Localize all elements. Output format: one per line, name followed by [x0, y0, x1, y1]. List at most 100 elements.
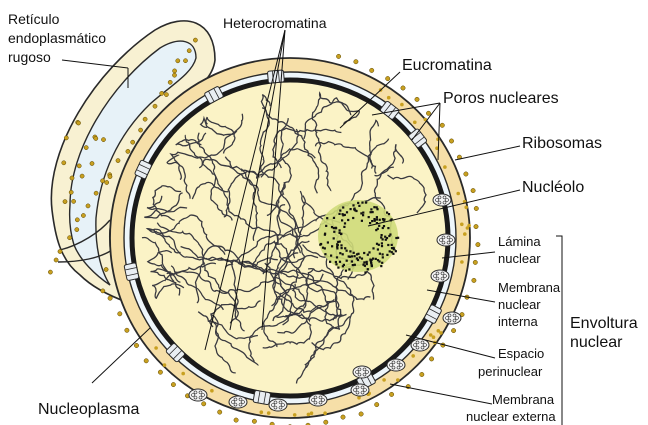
nucleolus-granule: [362, 212, 364, 214]
ribosome: [218, 410, 222, 414]
label-reticulo-3: rugoso: [8, 49, 51, 65]
nucleolus-granule: [354, 255, 356, 257]
nucleolus-granule: [337, 241, 339, 243]
ribosome: [293, 413, 297, 417]
nucleolus-granule: [342, 213, 344, 215]
label-heterocromatina: Heterocromatina: [223, 15, 327, 31]
pore-body: [253, 390, 271, 405]
ribosome: [396, 378, 400, 382]
nucleolus-granule: [324, 234, 326, 236]
nucleolus-granule: [361, 220, 363, 222]
nucleolus-granule: [377, 228, 379, 230]
ribosome: [90, 161, 94, 165]
nucleolus-granule: [330, 255, 332, 257]
nucleolus-granule: [337, 244, 339, 246]
ribosome: [451, 328, 455, 332]
nucleolus-granule: [324, 247, 326, 249]
nucleolus-granule: [350, 208, 352, 210]
nucleolus-granule: [340, 233, 342, 235]
ribosome: [143, 117, 147, 121]
ribosome: [443, 165, 447, 169]
nucleolus-granule: [381, 245, 383, 247]
nucleolus-granule: [371, 259, 373, 261]
nucleolus-granule: [342, 253, 344, 255]
ribosome: [75, 218, 79, 222]
ribosome: [432, 335, 436, 339]
nucleolus-granule: [344, 222, 346, 224]
label-membrana-interna-2: nuclear: [498, 297, 541, 312]
nucleolus-granule: [338, 213, 340, 215]
ribosome: [429, 333, 433, 337]
ribosome: [464, 172, 468, 176]
ribosome: [202, 402, 206, 406]
ribosome: [359, 412, 363, 416]
nucleolus-granule: [354, 264, 356, 266]
nucleolus-granule: [369, 222, 371, 224]
ribosome: [382, 378, 386, 382]
ribosome: [415, 97, 419, 101]
rosette: [351, 384, 369, 396]
nucleolus-granule: [380, 236, 382, 238]
nucleolus-granule: [387, 244, 389, 246]
nucleolus-granule: [378, 260, 380, 262]
nucleolus-granule: [366, 263, 368, 265]
ribosome: [101, 289, 105, 293]
nucleolus-granule: [327, 241, 329, 243]
nucleolus-granule: [349, 250, 351, 252]
nucleolus-granule: [391, 251, 393, 253]
rosette: [353, 366, 371, 378]
nucleolus-granule: [368, 216, 370, 218]
nucleolus-granule: [339, 252, 341, 254]
ribosome: [472, 278, 476, 282]
ribosome: [429, 357, 433, 361]
ribosome: [131, 140, 135, 144]
nucleolus-granule: [351, 260, 353, 262]
nucleolus-granule: [373, 206, 375, 208]
nucleolus-granule: [395, 237, 397, 239]
nucleolus-granule: [359, 256, 361, 258]
nucleolus-granule: [376, 206, 378, 208]
nucleolus-granule: [370, 211, 372, 213]
nucleolus-granule: [331, 245, 333, 247]
nucleolus-granule: [376, 216, 378, 218]
ribosome: [323, 411, 327, 415]
ribosome: [252, 419, 256, 423]
nuclear-pore: [124, 263, 139, 281]
ribosome: [160, 91, 164, 95]
nucleolus-granule: [382, 238, 384, 240]
label-eucromatina: Eucromatina: [402, 57, 492, 74]
nucleolus-granule: [337, 267, 339, 269]
ribosome: [474, 206, 478, 210]
ribosome: [176, 59, 180, 63]
ribosome: [118, 312, 122, 316]
label-envoltura-1: Envoltura: [570, 315, 638, 332]
ribosome: [426, 111, 430, 115]
nucleolus-granule: [341, 247, 343, 249]
ribosome: [64, 136, 68, 140]
nucleolus-granule: [331, 226, 333, 228]
ribosome: [134, 343, 138, 347]
ribosome: [307, 413, 311, 417]
nucleolus-granule: [333, 231, 335, 233]
nucleolus-granule: [372, 247, 374, 249]
ribosome: [476, 242, 480, 246]
ribosome: [72, 199, 76, 203]
nucleolus-granule: [339, 261, 341, 263]
nucleolus-granule: [377, 248, 379, 250]
ribosome: [387, 96, 391, 100]
nucleolus-granule: [371, 220, 373, 222]
label-membrana-externa-2: nuclear externa: [466, 409, 556, 424]
pore-body: [124, 263, 139, 281]
ribosome: [68, 236, 72, 240]
ribosome: [336, 54, 340, 58]
label-poros: Poros nucleares: [443, 90, 559, 107]
ribosome: [411, 354, 415, 358]
nucleolus-granule: [382, 253, 384, 255]
nucleolus-granule: [335, 227, 337, 229]
ribosome: [101, 138, 105, 142]
ribosome: [234, 418, 238, 422]
nucleolus-granule: [352, 217, 354, 219]
nucleolus-granule: [343, 264, 345, 266]
nucleolus-granule: [379, 253, 381, 255]
ribosome: [69, 190, 73, 194]
